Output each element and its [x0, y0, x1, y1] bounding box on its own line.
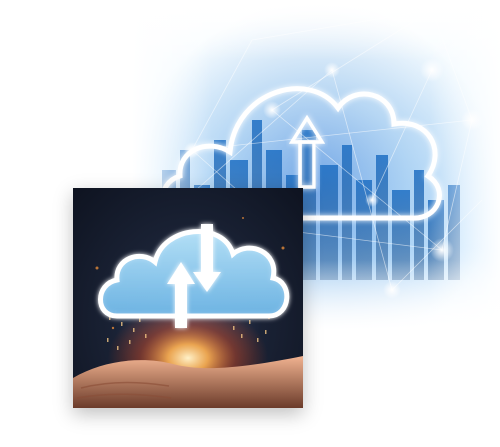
- hand-fingers: [76, 393, 172, 399]
- upload-arrow-icon: [167, 262, 195, 328]
- cloud-outline-icon: [98, 229, 290, 319]
- upload-arrow-icon: [288, 114, 326, 189]
- download-arrow-icon: [193, 224, 221, 292]
- hand-cloud-scene: [73, 217, 303, 408]
- hand-cloud-photo: [73, 188, 303, 408]
- binary-data-stream: [103, 308, 267, 350]
- hand-fingers: [80, 381, 170, 389]
